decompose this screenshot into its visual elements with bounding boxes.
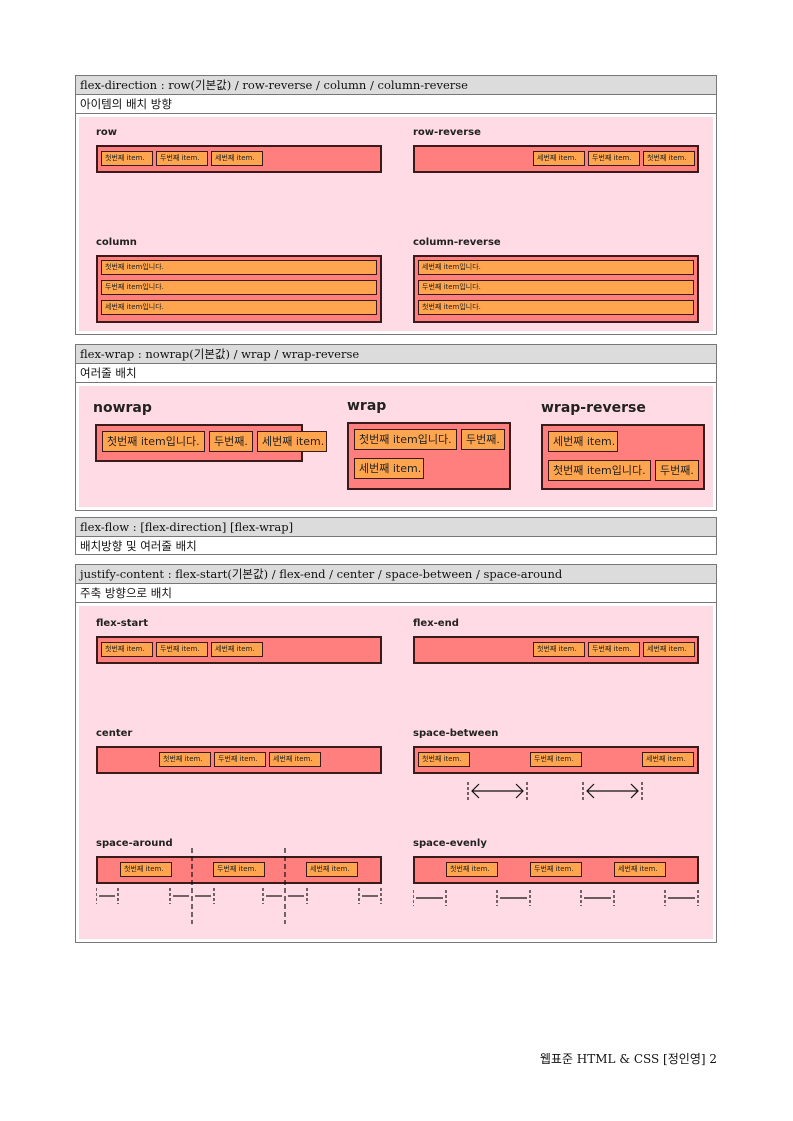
- illustration-background: row 첫번째 item. 두번째 item. 세번째 item. row-re…: [79, 117, 713, 331]
- item-2: 두번째 item.: [213, 862, 265, 877]
- illustration-panel: flex-start 첫번째 item. 두번째 item. 세번째 item.…: [75, 602, 717, 943]
- item-2: 두번째 item.: [530, 862, 582, 877]
- section-description: 배치방향 및 여러줄 배치: [75, 536, 717, 555]
- item-3: 세번째 item.: [354, 458, 424, 479]
- item-1: 첫번째 item.: [120, 862, 172, 877]
- container-wrap: 첫번째 item입니다. 두번째. 세번째 item.: [347, 422, 511, 490]
- item-3: 세번째 item.: [257, 431, 327, 452]
- label-space-evenly: space-evenly: [413, 838, 487, 849]
- item-1: 첫번째 item.: [418, 752, 470, 767]
- item-3: 세번째 item입니다.: [101, 300, 377, 315]
- item-2: 두번째 item.: [156, 151, 208, 166]
- label-flex-start: flex-start: [96, 618, 148, 629]
- label-center: center: [96, 728, 133, 739]
- container-row-reverse: 세번째 item. 두번째 item. 첫번째 item.: [413, 145, 699, 173]
- gap-arrows-between: [467, 782, 643, 800]
- container-nowrap: 첫번째 item입니다. 두번째. 세번째 item.: [95, 424, 327, 462]
- label-column-reverse: column-reverse: [413, 237, 501, 248]
- item-3: 세번째 item.: [211, 151, 263, 166]
- item-1: 첫번째 item.: [159, 752, 211, 767]
- section-flex-direction: flex-direction : row(기본값) / row-reverse …: [75, 75, 717, 335]
- container-flex-end: 첫번째 item. 두번째 item. 세번째 item.: [413, 636, 699, 664]
- illustration-background: flex-start 첫번째 item. 두번째 item. 세번째 item.…: [79, 606, 713, 939]
- item-1: 첫번째 item입니다.: [354, 429, 457, 450]
- container-column-reverse: 세번째 item입니다. 두번째 item입니다. 첫번째 item입니다.: [413, 255, 699, 323]
- page-footer: 웹표준 HTML & CSS [정인영] 2: [539, 1052, 717, 1066]
- gap-arrows-evenly: [413, 890, 699, 906]
- container-column: 첫번째 item입니다. 두번째 item입니다. 세번째 item입니다.: [96, 255, 382, 323]
- container-wrap-reverse: 세번째 item. 첫번째 item입니다. 두번째.: [541, 424, 705, 490]
- section-title: flex-direction : row(기본값) / row-reverse …: [75, 75, 717, 94]
- label-row-reverse: row-reverse: [413, 127, 481, 138]
- item-2: 두번째 item.: [156, 642, 208, 657]
- item-1: 첫번째 item입니다.: [418, 300, 694, 315]
- label-wrap-reverse: wrap-reverse: [541, 400, 646, 416]
- label-space-around: space-around: [96, 838, 173, 849]
- item-3: 세번째 item.: [306, 862, 358, 877]
- section-description: 여러줄 배치: [75, 363, 717, 382]
- item-3: 세번째 item.: [211, 642, 263, 657]
- item-1: 첫번째 item입니다.: [102, 431, 205, 452]
- item-1: 첫번째 item.: [533, 642, 585, 657]
- illustration-panel: row 첫번째 item. 두번째 item. 세번째 item. row-re…: [75, 113, 717, 335]
- label-column: column: [96, 237, 137, 248]
- item-1: 첫번째 item.: [101, 642, 153, 657]
- item-1: 첫번째 item.: [446, 862, 498, 877]
- container-flex-start: 첫번째 item. 두번째 item. 세번째 item.: [96, 636, 382, 664]
- item-1: 첫번째 item.: [643, 151, 695, 166]
- item-2: 두번째 item.: [588, 151, 640, 166]
- illustration-panel: nowrap 첫번째 item입니다. 두번째. 세번째 item. wrap …: [75, 382, 717, 511]
- item-3: 세번째 item.: [614, 862, 666, 877]
- item-3: 세번째 item.: [533, 151, 585, 166]
- section-title: flex-wrap : nowrap(기본값) / wrap / wrap-re…: [75, 344, 717, 363]
- illustration-background: nowrap 첫번째 item입니다. 두번째. 세번째 item. wrap …: [79, 386, 713, 507]
- item-3: 세번째 item.: [548, 431, 618, 452]
- item-3: 세번째 item.: [269, 752, 321, 767]
- container-space-evenly: 첫번째 item. 두번째 item. 세번째 item.: [413, 856, 699, 884]
- label-flex-end: flex-end: [413, 618, 459, 629]
- item-3: 세번째 item입니다.: [418, 260, 694, 275]
- label-space-between: space-between: [413, 728, 499, 739]
- item-2: 두번째.: [655, 460, 699, 481]
- item-2: 두번째.: [209, 431, 253, 452]
- item-2: 두번째 item입니다.: [418, 280, 694, 295]
- item-2: 두번째.: [461, 429, 505, 450]
- container-space-around: 첫번째 item. 두번째 item. 세번째 item.: [96, 856, 382, 884]
- item-1: 첫번째 item입니다.: [548, 460, 651, 481]
- label-nowrap: nowrap: [93, 400, 152, 416]
- section-title: justify-content : flex-start(기본값) / flex…: [75, 564, 717, 583]
- section-description: 아이템의 배치 방향: [75, 94, 717, 113]
- section-title: flex-flow : [flex-direction] [flex-wrap]: [75, 517, 717, 536]
- item-2: 두번째 item.: [588, 642, 640, 657]
- section-flex-wrap: flex-wrap : nowrap(기본값) / wrap / wrap-re…: [75, 344, 717, 511]
- container-row: 첫번째 item. 두번째 item. 세번째 item.: [96, 145, 382, 173]
- section-flex-flow: flex-flow : [flex-direction] [flex-wrap]…: [75, 517, 717, 555]
- item-3: 세번째 item.: [643, 642, 695, 657]
- item-2: 두번째 item.: [214, 752, 266, 767]
- item-1: 첫번째 item.: [101, 151, 153, 166]
- label-row: row: [96, 127, 118, 138]
- section-description: 주축 방향으로 배치: [75, 583, 717, 602]
- item-1: 첫번째 item입니다.: [101, 260, 377, 275]
- item-3: 세번째 item.: [642, 752, 694, 767]
- label-wrap: wrap: [347, 398, 387, 414]
- container-center: 첫번째 item. 두번째 item. 세번째 item.: [96, 746, 382, 774]
- item-2: 두번째 item입니다.: [101, 280, 377, 295]
- section-justify-content: justify-content : flex-start(기본값) / flex…: [75, 564, 717, 943]
- gap-arrows-around: [96, 848, 382, 924]
- container-space-between: 첫번째 item. 두번째 item. 세번째 item.: [413, 746, 699, 774]
- item-2: 두번째 item.: [530, 752, 582, 767]
